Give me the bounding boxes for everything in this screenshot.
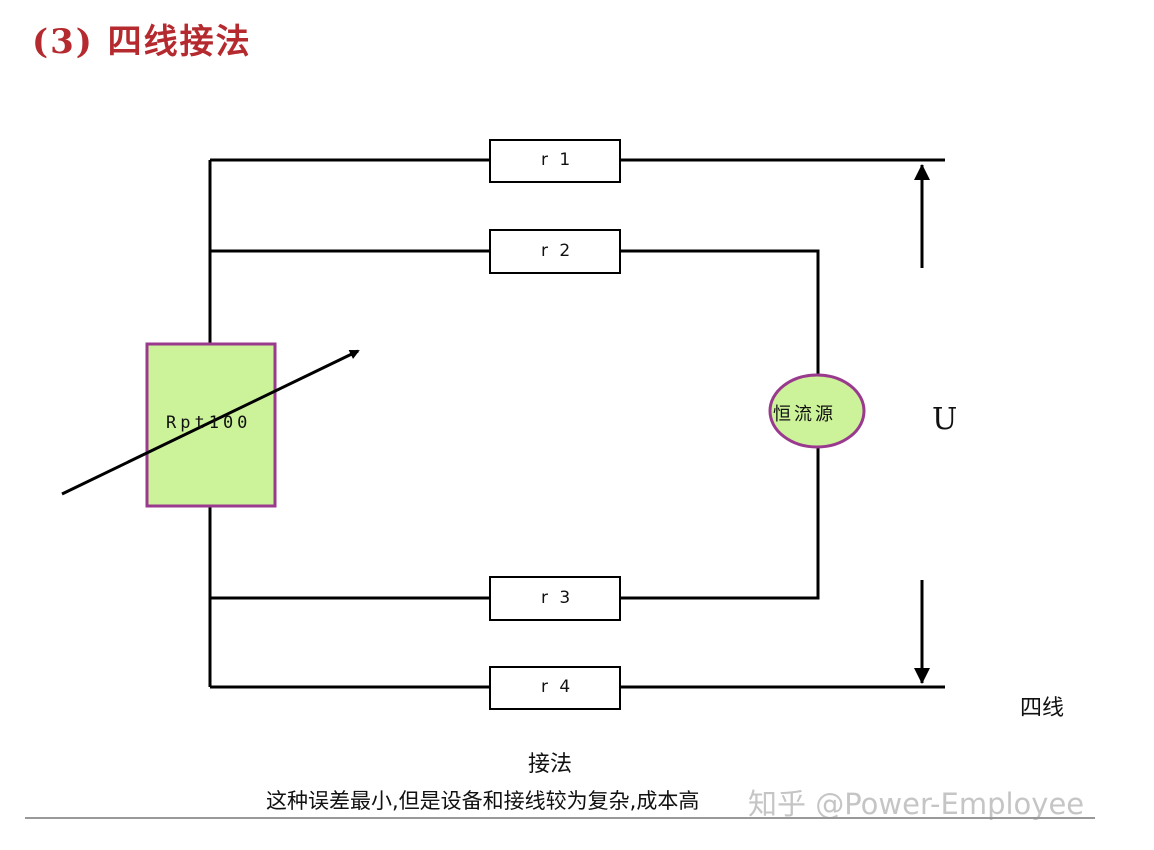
resistor-r4 [489, 666, 621, 710]
resistor-r1 [489, 139, 621, 183]
side-label: 四线 [1020, 696, 1065, 721]
wire-2 [210, 249, 820, 600]
source-label: 恒流源 [773, 404, 836, 425]
page-title: (3) 四线接法 [32, 22, 252, 62]
caption: 这种误差最小,但是设备和接线较为复杂,成本高 [266, 789, 700, 813]
watermark: 知乎 @Power-Employee [748, 787, 1085, 821]
resistor-r3-label: r 3 [541, 588, 574, 608]
resistor-r4-label: r 4 [541, 677, 574, 697]
variable-arrow [61, 349, 360, 496]
sensor-label: Rpt100 [166, 413, 252, 433]
caption-title: 接法 [528, 752, 573, 777]
constant-current-source [768, 373, 866, 449]
resistor-r2 [489, 229, 621, 274]
resistor-r1-label: r 1 [541, 150, 574, 170]
resistor-r2-label: r 2 [541, 241, 574, 261]
rpt100-sensor [145, 342, 277, 508]
voltage-label: U [932, 402, 958, 437]
resistor-r3 [489, 576, 621, 621]
